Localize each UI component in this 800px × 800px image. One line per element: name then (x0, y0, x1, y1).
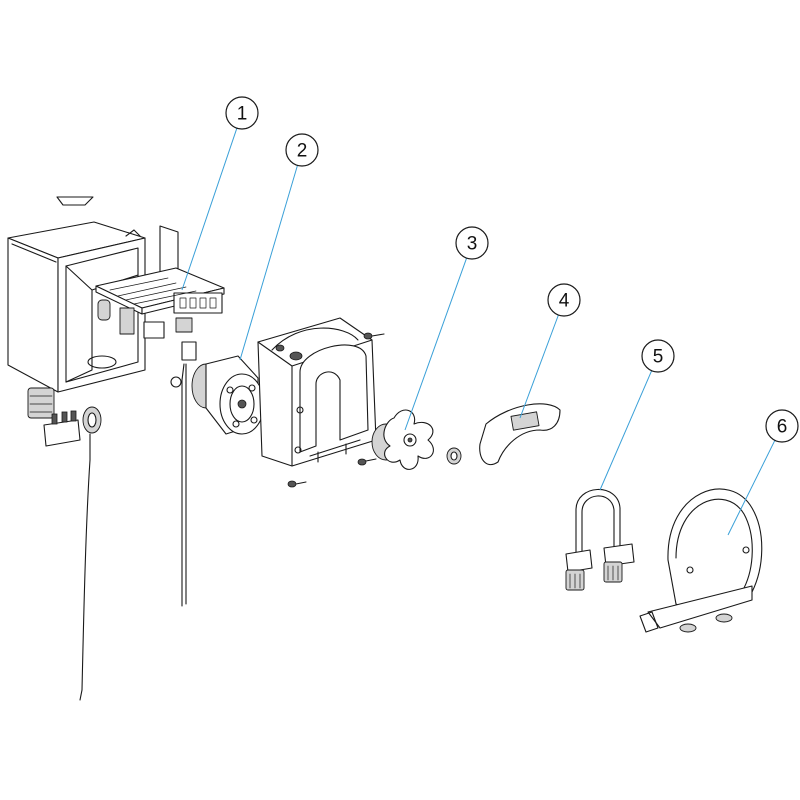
callout-circle-2 (285, 133, 319, 167)
callout-number-3: 3 (467, 234, 478, 255)
callout-number-2: 2 (297, 141, 308, 162)
callout-number-6: 6 (777, 417, 788, 438)
leader-line-6 (727, 440, 776, 536)
callout-circle-3 (455, 226, 489, 260)
callout-circle-1 (225, 96, 259, 130)
motor-gearbox (191, 355, 265, 435)
callout-layer: 1 2 3 4 5 6 (181, 96, 799, 536)
callout-number-4: 4 (559, 291, 570, 312)
rotor (371, 409, 434, 470)
screw-rotor (357, 458, 377, 466)
leader-line-2 (239, 165, 298, 361)
transparent-cover (639, 488, 763, 633)
sensor-cable (170, 363, 187, 607)
washer (446, 447, 462, 465)
screw-top (363, 332, 385, 340)
leader-line-4 (519, 314, 559, 419)
cable-gland-switch-assembly (27, 387, 102, 701)
callout-circle-5 (641, 339, 675, 373)
pump-tube (565, 488, 635, 591)
callout-number-5: 5 (653, 347, 664, 368)
callout-number-1: 1 (237, 104, 248, 125)
pump-housing (257, 317, 377, 467)
callout-circle-6 (765, 409, 799, 443)
screw-bottom (287, 480, 307, 488)
cover-plate (479, 403, 561, 466)
callout-circle-4 (547, 283, 581, 317)
leader-line-3 (404, 257, 468, 431)
leader-line-5 (599, 370, 653, 491)
circuit-board (95, 225, 225, 361)
leader-line-1 (181, 127, 238, 291)
